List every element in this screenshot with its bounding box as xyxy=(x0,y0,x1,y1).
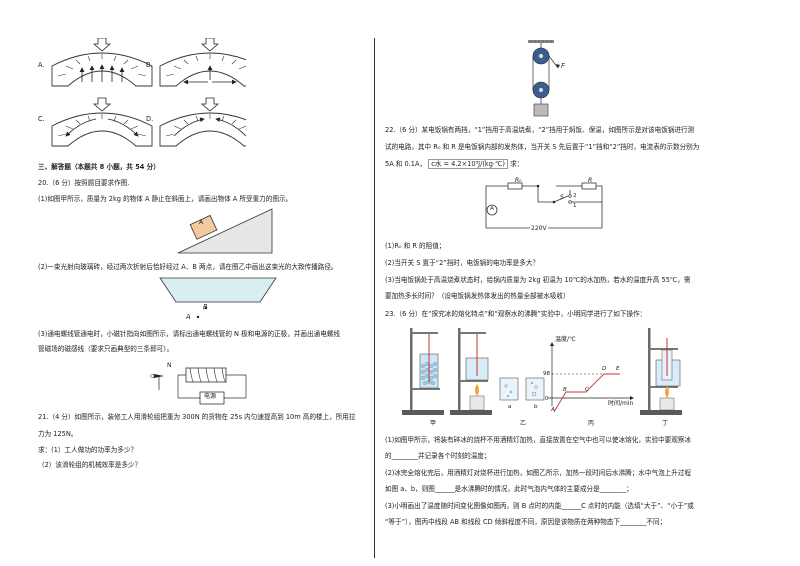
q22-p2: (2)当开关 S 置于“2”挡时，电饭锅的电功率是多大？ xyxy=(385,259,540,267)
solenoid-figure xyxy=(150,367,247,405)
arch-figure-d xyxy=(159,97,246,147)
q23-p2-line2: 如图 a、b，则图______是水沸腾时的情况，此时气泡内气体的主要成分是___… xyxy=(385,485,633,493)
beaker-a-label: a xyxy=(508,404,512,410)
q21-line2: 力为 125N。 xyxy=(38,430,78,438)
figure-ding-label: 丁 xyxy=(662,420,669,427)
option-a-label: A. xyxy=(38,61,45,69)
figure-yi-label: 乙 xyxy=(520,420,527,427)
q23-p1-line2: 的________并记录各个时刻的温度； xyxy=(385,452,491,460)
voltage-label: 220V xyxy=(530,225,548,234)
beaker-b-label: b xyxy=(534,404,538,410)
option-b-label: B. xyxy=(146,61,153,69)
q22-ask: 求： xyxy=(510,160,524,168)
chart-tick-98: 98 xyxy=(543,371,550,377)
q21-ask2: （2）该滑轮组的机械效率是多少？ xyxy=(38,461,142,469)
chart-tick-0: 0 xyxy=(545,396,549,402)
q21-ask1: 求：(1）工人做功的功率为多少？ xyxy=(38,446,138,454)
q22-line1: 22.（6 分）某电饭锅有两挡，“1”挡用于高温烧煮，“2”挡用于焖饭、保温，如… xyxy=(385,126,695,134)
point-a-label: A xyxy=(186,313,191,321)
chart-point-c: C xyxy=(585,387,589,393)
chart-point-e: E xyxy=(616,366,620,372)
arch-figure-c xyxy=(51,97,153,147)
block-a-label: A xyxy=(199,219,204,226)
q23-p3-line2: “等于”），图丙中线段 AB 和线段 CD 倾斜程度不同，原因是该物质在两种物态… xyxy=(385,518,667,526)
option-c-label: C. xyxy=(38,115,45,123)
ammeter-label: A xyxy=(490,206,494,212)
switch-pos1-label: 1 xyxy=(573,203,577,209)
arch-figures xyxy=(51,38,246,147)
q20-part3-line1: (3)通电螺线管通电时，小磁针指向如图所示，请标出通电螺线管的 N 极和电源的正… xyxy=(38,330,340,338)
r-label: R xyxy=(588,177,593,184)
figure-bing-label: 丙 xyxy=(588,420,595,427)
chart-x-label: 时间/min xyxy=(608,400,634,407)
q20-title: 20.（6 分）按照题目要求作图. xyxy=(38,179,130,187)
section-header: 三、解答题（本题共 8 小题，共 54 分） xyxy=(38,163,160,171)
q22-p3-line2: 要加热多长时间？（设电饭锅发热体发出的热量全部被水吸收） xyxy=(385,292,570,300)
q23-line1: 23.（6 分）在“探究冰的熔化特点”和“观察水的沸腾”实验中，小明同学进行了如… xyxy=(385,310,647,318)
pulley-force-label: F xyxy=(561,62,565,70)
temperature-time-chart xyxy=(548,342,634,412)
q20-part1: (1)如图甲所示，质量为 2kg 的物体 A 静止在斜面上，请画出物体 A 所受… xyxy=(38,195,293,203)
q23-p2-line1: (2)冰完全熔化完后，用酒精灯对烧杯进行加热，如图乙所示，加热一段时间后水沸腾；… xyxy=(385,469,692,477)
q22-currents: 5A 和 0.1A， xyxy=(385,160,427,168)
figure-jia-label: 甲 xyxy=(430,420,437,427)
switch-s-label: S xyxy=(560,194,564,201)
experiment-figures xyxy=(402,328,682,415)
arch-figure-a xyxy=(51,38,153,87)
q23-p1-line1: (1)如图甲所示，将装有碎冰的烧杯不用酒精灯加热，直接放置在空气中也可以使冰熔化… xyxy=(385,436,692,444)
chart-point-d: D xyxy=(602,366,607,372)
option-d-label: D. xyxy=(146,115,154,123)
q22-line3: 5A 和 0.1A， c水 = 4.2×10³J/(kg·℃) 求： xyxy=(385,159,524,169)
q22-line2: 试的电路，其中 R₀ 和 R 是电饭锅内部的发热体，当开关 S 先后置于“1”挡… xyxy=(385,143,700,151)
beakers-ab xyxy=(499,377,545,401)
glass-block-figure xyxy=(159,277,277,303)
point-markers xyxy=(196,306,208,319)
power-source-label: 电源 xyxy=(204,393,217,400)
q23-p3-line1: (3)小明画出了温度随时间变化图像如图丙，则 B 点时的内能______C 点时… xyxy=(385,502,694,510)
compass-n-label: N xyxy=(167,362,172,369)
stand-ding xyxy=(640,328,682,415)
point-b-label: B xyxy=(203,303,208,311)
chart-point-a: A xyxy=(551,407,555,413)
q22-p3-line1: (3)当电饭锅处于高温烧煮状态时，给锅内质量为 2kg 初温为 10℃的水加热，… xyxy=(385,276,691,284)
specific-heat-formula: c水 = 4.2×10³J/(kg·℃) xyxy=(428,159,508,169)
stand-yi xyxy=(450,328,492,415)
switch-pos2-label: 2 xyxy=(573,193,577,199)
arch-figure-b xyxy=(159,38,246,87)
stand-jia xyxy=(402,328,444,415)
chart-point-b: B xyxy=(563,387,567,393)
q22-p1: (1)R₀ 和 R 的阻值； xyxy=(385,242,446,250)
chart-y-label: 温度/℃ xyxy=(555,336,576,343)
q20-part3-line2: 管磁场的磁感线（要求只画典型的三条即可）。 xyxy=(38,345,174,353)
incline-figure xyxy=(177,208,273,254)
column-divider xyxy=(374,38,375,558)
pulley-figure xyxy=(528,39,560,117)
q21-line1: 21.（4 分）如图所示，装修工人用滑轮组把重为 300N 的货物在 25s 内… xyxy=(38,413,356,421)
q20-part2: (2)一束光射向玻璃砖，经过两次折射后恰好经过 A、B 两点，请在图乙中画出这束… xyxy=(38,263,338,271)
r0-label: R₀ xyxy=(515,177,522,184)
circuit-figure xyxy=(485,182,603,229)
